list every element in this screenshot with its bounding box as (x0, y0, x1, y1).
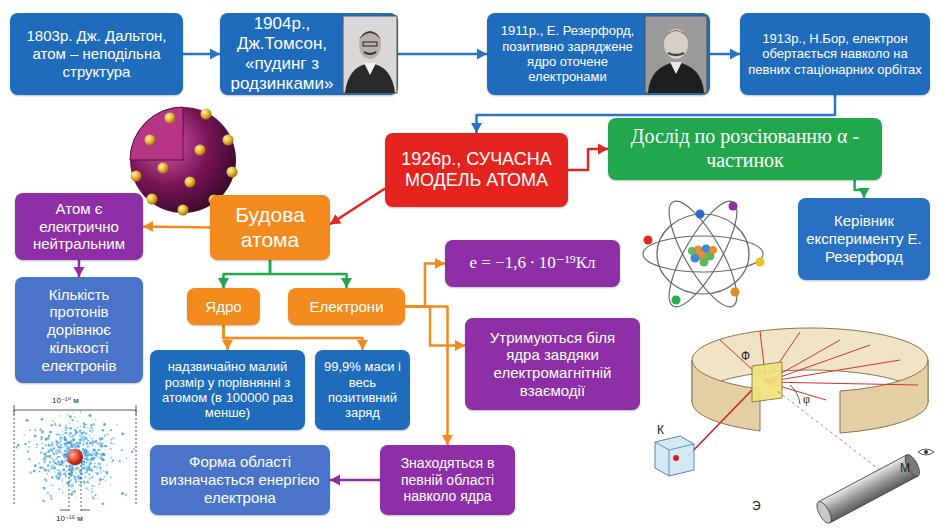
box-text: Кількість протонів дорівнює кількості ел… (21, 286, 137, 374)
process-box: Кількість протонів дорівнює кількості ел… (15, 277, 143, 383)
connector-arrow (218, 260, 270, 288)
arrow-head (74, 267, 85, 277)
box-text: e = −1,6 ∙ 10⁻¹⁹Кл (469, 253, 595, 273)
arrow-head (455, 340, 465, 351)
box-text: 99,9% маси і весь позитивний заряд (321, 359, 404, 420)
connector-arrow (224, 325, 369, 350)
arrow-head (859, 188, 870, 198)
part-label: Э (752, 500, 761, 512)
connector-arrow (568, 144, 608, 171)
connector-arrow (405, 258, 445, 307)
part-label: М (900, 462, 910, 474)
process-box: 99,9% маси і весь позитивний заряд (315, 350, 410, 430)
part-label: 10⁻¹⁵ м (56, 515, 83, 523)
process-box: надзвичайно малий розмір у порівнянні з … (150, 350, 305, 430)
process-box: Атом є електрично нейтральним (15, 193, 143, 260)
arrow-head (210, 49, 220, 60)
part-label: 10⁻¹⁰ м (52, 397, 79, 405)
arrow-head (341, 278, 352, 288)
process-box: 1803р. Дж. Дальтон, атом – неподільна ст… (10, 13, 183, 95)
box-text: 1926р., СУЧАСНА МОДЕЛЬ АТОМА (391, 149, 562, 191)
process-box: e = −1,6 ∙ 10⁻¹⁹Кл (445, 240, 620, 287)
process-box: 1926р., СУЧАСНА МОДЕЛЬ АТОМА (385, 133, 568, 207)
nucleus (67, 449, 83, 465)
process-box: 1904р., Дж.Томсон, «пудинг з родзинками» (220, 13, 398, 95)
connector-arrow (183, 49, 220, 60)
arrow-head (435, 258, 445, 269)
box-text: Знаходяться в певній області навколо ядр… (386, 455, 509, 505)
process-box: Ядро (187, 288, 260, 325)
box-text: Атом є електрично нейтральним (21, 200, 137, 253)
process-box: Форма області визначається енергією елек… (150, 445, 330, 515)
electron-cloud (16, 411, 135, 505)
orbital-atom (643, 193, 763, 315)
connector-arrow (270, 260, 352, 288)
box-text: Дослід по розсіюванню α - частинок (614, 125, 876, 172)
box-text: надзвичайно малий розмір у порівнянні з … (156, 359, 299, 420)
box-text: Форма області визначається енергією елек… (156, 453, 324, 506)
arrow-head (442, 435, 453, 445)
box-text: 1803р. Дж. Дальтон, атом – неподільна ст… (16, 27, 177, 80)
process-box: 1913р., Н.Бор, електрон обертається навк… (740, 13, 930, 95)
dimension-lines (14, 405, 136, 512)
part-label: Ф (741, 350, 750, 362)
box-text: Керівник експерименту Е. Резерфорд (804, 212, 924, 265)
rutherford-apparatus (655, 328, 934, 525)
arrow-head (730, 49, 740, 60)
arrow-head (330, 475, 340, 486)
arrow-head (598, 144, 608, 155)
connector-arrow (330, 475, 380, 486)
process-box: 1911р., Е. Резерфорд, позитивно заряджен… (487, 13, 710, 95)
part-label: К (657, 424, 664, 436)
connector-arrow (398, 49, 487, 60)
arrow-head (357, 340, 368, 350)
connector-arrow (74, 260, 85, 277)
box-text: Електрони (309, 298, 383, 316)
process-box: Будова атома (210, 195, 330, 260)
connector-arrow (330, 189, 385, 225)
arrow-head (477, 49, 487, 60)
box-text: Будова атома (216, 203, 324, 253)
connector-arrow (405, 307, 465, 352)
process-box: Знаходяться в певній області навколо ядр… (380, 445, 515, 515)
box-text: Ядро (205, 298, 241, 316)
process-box: Дослід по розсіюванню α - частинок (608, 118, 882, 180)
atom-nucleus (644, 202, 765, 305)
box-text: 1913р., Н.Бор, електрон обертається навк… (746, 31, 924, 77)
arrow-head (330, 214, 341, 224)
box-text: 1904р., Дж.Томсон, «пудинг з родзинками» (226, 14, 338, 94)
connector-arrow (143, 221, 210, 232)
part-label: φ (803, 393, 810, 405)
process-box: Утримуються біля ядра завдяки електромаг… (465, 318, 640, 410)
connector-arrow (855, 180, 870, 198)
box-text: Утримуються біля ядра завдяки електромаг… (471, 329, 634, 400)
process-box: Керівник експерименту Е. Резерфорд (798, 198, 930, 280)
arrow-head (143, 221, 153, 232)
process-box: Електрони (288, 288, 405, 325)
arrow-head (471, 123, 482, 133)
arrow-head (218, 278, 229, 288)
arrow-head (222, 340, 233, 350)
connector-arrow (710, 49, 740, 60)
box-text: 1911р., Е. Резерфорд, позитивно заряджен… (493, 23, 642, 84)
connector-arrow (405, 307, 453, 446)
